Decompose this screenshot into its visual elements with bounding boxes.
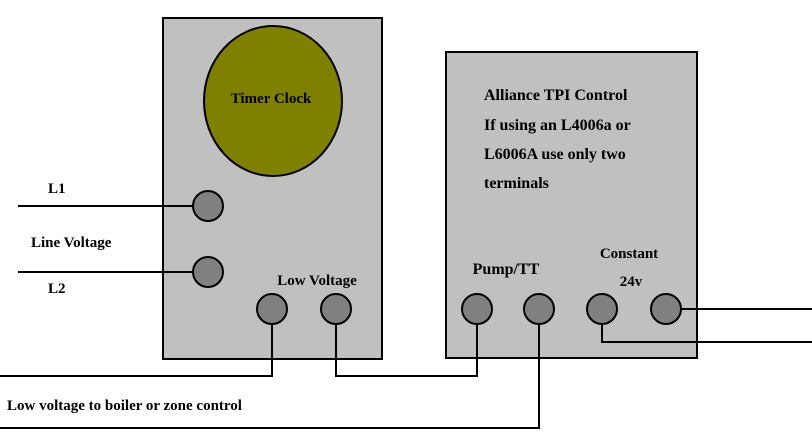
footer-label: Low voltage to boiler or zone control: [7, 398, 242, 414]
timer-clock-dial: [203, 25, 343, 177]
terminal-constant-2: [650, 293, 682, 325]
wire-low-voltage-to-boiler: [0, 324, 273, 377]
wire-timer-to-pump: [335, 324, 478, 377]
terminal-l1: [192, 190, 224, 222]
control-title-line-1: Alliance TPI Control: [484, 87, 628, 104]
terminal-pump-2: [523, 293, 555, 325]
wires: [0, 308, 812, 429]
l1-label: L1: [48, 181, 66, 197]
constant-label: Constant: [600, 246, 658, 262]
timer-clock-label: Timer Clock: [231, 91, 312, 107]
line-inputs: L1 Line Voltage L2: [18, 181, 193, 297]
control-title-line-3: L6006A use only two: [484, 146, 626, 163]
terminal-l2: [192, 256, 224, 288]
control-title-line-2: If using an L4006a or: [484, 117, 631, 134]
timer-unit: Timer Clock Low Voltage: [162, 17, 383, 360]
terminal-constant-1: [586, 293, 618, 325]
terminal-pump-1: [461, 293, 493, 325]
control-title-line-4: terminals: [484, 175, 549, 192]
wire-constant-1-out: [601, 324, 812, 343]
wire-pump-to-boiler: [0, 324, 540, 429]
line-voltage-label: Line Voltage: [31, 235, 112, 251]
24v-label: 24v: [620, 274, 643, 290]
control-unit: Alliance TPI Control If using an L4006a …: [445, 51, 698, 359]
l2-label: L2: [48, 281, 66, 297]
pump-tt-label: Pump/TT: [473, 261, 540, 278]
low-voltage-label: Low Voltage: [277, 273, 357, 289]
terminal-low-voltage-2: [320, 293, 352, 325]
terminal-low-voltage-1: [256, 293, 288, 325]
